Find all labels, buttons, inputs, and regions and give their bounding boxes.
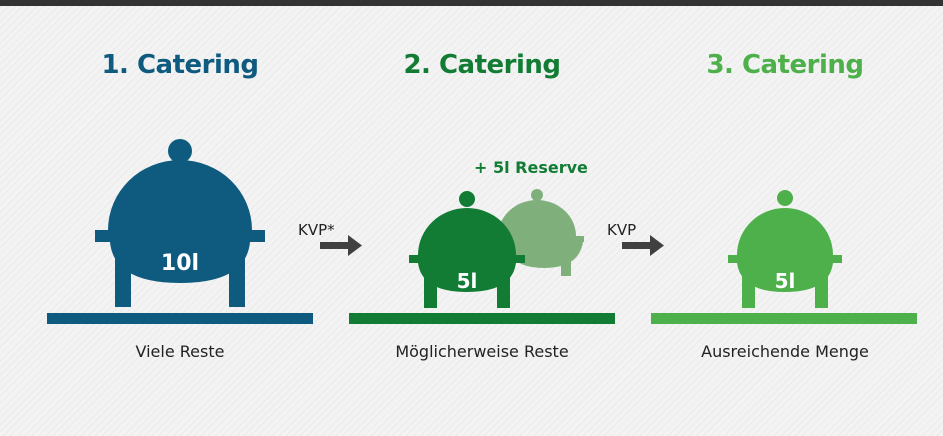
step-1-caption: Viele Reste (135, 342, 225, 361)
step-1-title: 1. Catering (101, 50, 259, 80)
arrow-1-label: KVP* (298, 221, 335, 239)
reserve-pot-icon (498, 189, 584, 276)
arrow-2-icon (622, 235, 664, 256)
step-1-volume: 10l (161, 251, 199, 276)
step-1-pot-icon (95, 139, 265, 307)
step-2-caption: Möglicherweise Reste (395, 342, 569, 361)
step-3-caption: Ausreichende Menge (701, 342, 869, 361)
step-2-base-bar (349, 313, 615, 324)
arrow-1-icon (320, 235, 362, 256)
step-1-base-bar (47, 313, 313, 324)
step-3-volume: 5l (775, 269, 796, 293)
step-3-pot-icon (728, 190, 842, 308)
step-3-title: 3. Catering (706, 50, 864, 80)
arrow-2-label: KVP (607, 221, 637, 239)
step-2-title: 2. Catering (403, 50, 561, 80)
reserve-label: + 5l Reserve (474, 158, 588, 177)
step-2-volume: 5l (457, 269, 478, 293)
step-3-base-bar (651, 313, 917, 324)
step-2-pot-icon (409, 191, 525, 308)
top-rule (0, 0, 943, 6)
